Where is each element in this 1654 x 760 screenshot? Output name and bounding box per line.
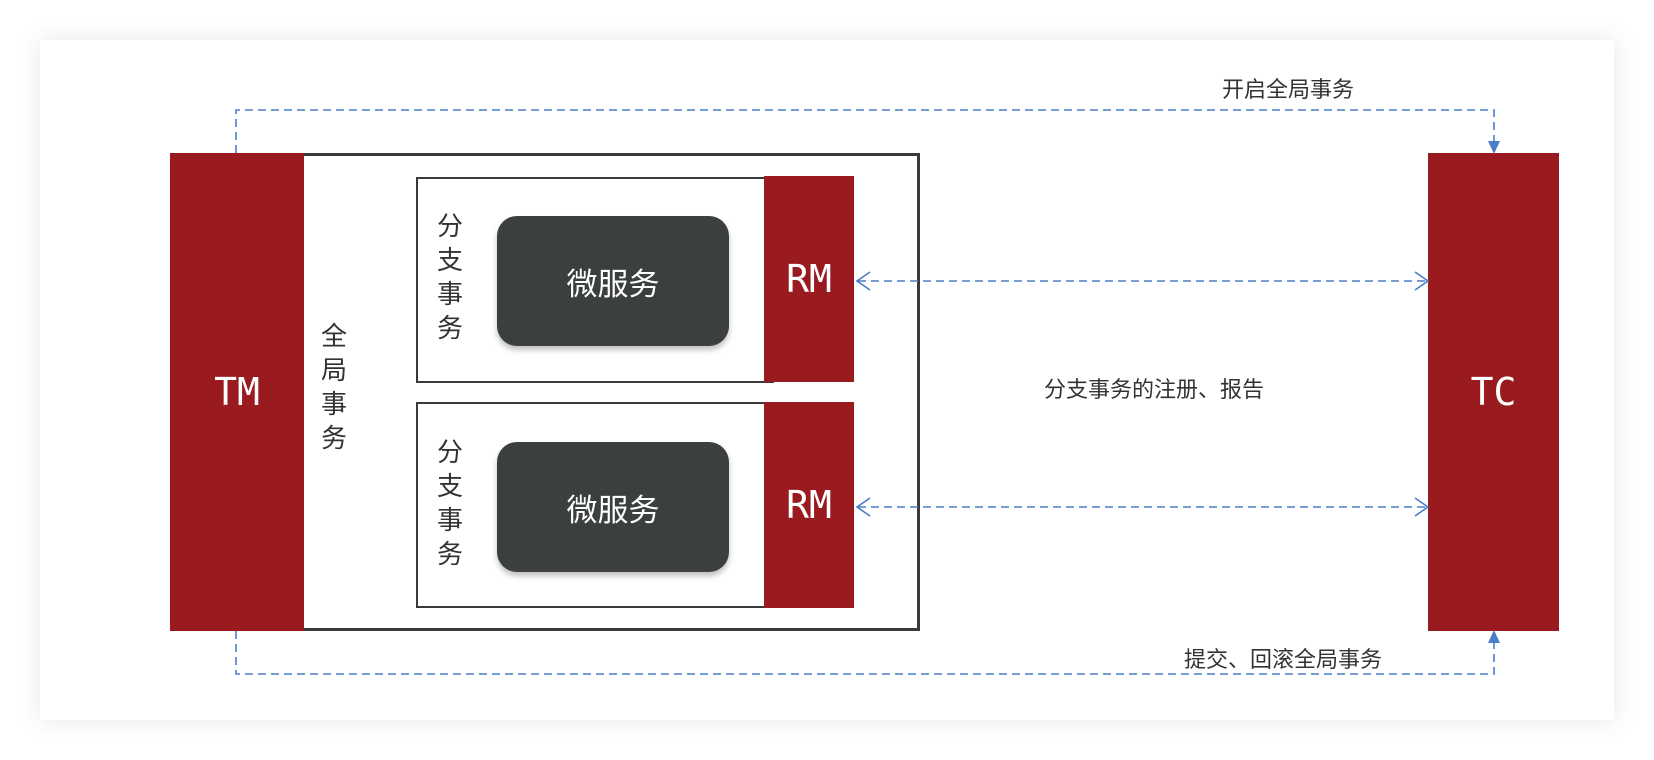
global-tx-char: 局 bbox=[320, 356, 347, 386]
branch-tx-char: 支 bbox=[436, 246, 463, 276]
tc-block: TC bbox=[1428, 153, 1559, 631]
microservice-label: 微服务 bbox=[566, 492, 660, 529]
branch-tx-char: 务 bbox=[436, 540, 463, 570]
microservice-box: 微服务 bbox=[497, 442, 729, 572]
rm-label: RM bbox=[786, 483, 832, 527]
branch-tx-char: 事 bbox=[436, 506, 463, 536]
rm-block: RM bbox=[764, 402, 854, 608]
rm-block: RM bbox=[764, 176, 854, 382]
microservice-box: 微服务 bbox=[497, 216, 729, 346]
tm-label: TM bbox=[214, 370, 260, 414]
branch-transaction-label: 分 支 事 务 bbox=[432, 436, 468, 572]
rm-label: RM bbox=[786, 257, 832, 301]
branch-tx-char: 务 bbox=[436, 314, 463, 344]
global-tx-char: 务 bbox=[320, 424, 347, 454]
global-tx-char: 事 bbox=[320, 390, 347, 420]
tc-label: TC bbox=[1470, 370, 1517, 414]
global-transaction-label: 全 局 事 务 bbox=[316, 320, 352, 456]
branch-tx-char: 分 bbox=[436, 212, 463, 242]
branch-transaction-label: 分 支 事 务 bbox=[432, 210, 468, 346]
microservice-label: 微服务 bbox=[566, 266, 660, 303]
branch-tx-char: 事 bbox=[436, 280, 463, 310]
branch-tx-char: 支 bbox=[436, 472, 463, 502]
commit-rollback-label: 提交、回滚全局事务 bbox=[1184, 648, 1383, 673]
tm-block: TM bbox=[170, 153, 304, 631]
start-global-tx-label: 开启全局事务 bbox=[1222, 78, 1355, 103]
branch-report-label: 分支事务的注册、报告 bbox=[1044, 378, 1265, 403]
global-tx-char: 全 bbox=[320, 322, 347, 352]
branch-tx-char: 分 bbox=[436, 438, 463, 468]
